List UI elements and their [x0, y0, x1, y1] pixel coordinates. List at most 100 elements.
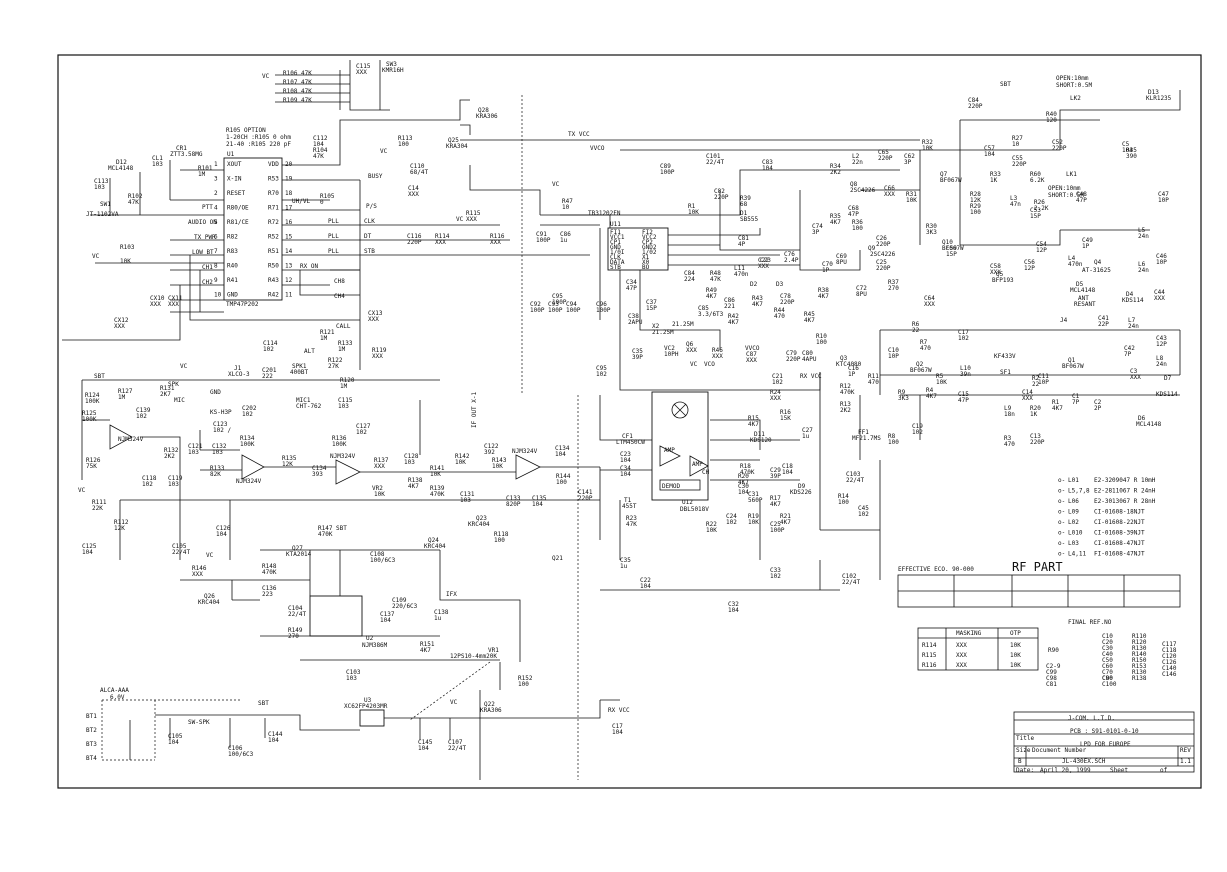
part-label: 22/4T — [846, 477, 864, 484]
part-label: 470K — [740, 469, 755, 476]
tb-docnum: JL-430EX.SCH — [1062, 758, 1106, 765]
part-label: XXX — [770, 395, 781, 402]
part-label: R144 — [556, 473, 571, 480]
part-label: C57 — [984, 145, 995, 152]
part-label: L5 — [1138, 227, 1146, 234]
q3-ref: Q3 — [840, 355, 848, 362]
part-label: C133 — [506, 495, 521, 502]
part-label: C25 — [770, 521, 781, 528]
part-label: 270 — [888, 285, 899, 292]
part-label: 15P — [1030, 213, 1041, 220]
sf1-ref: SF1 — [1000, 369, 1011, 376]
part-label: L3 — [1010, 195, 1018, 202]
part-label: 2K2 — [840, 407, 851, 414]
part-label: XXX — [374, 463, 385, 470]
part-label: 1u — [434, 615, 442, 622]
coil-id: L06 — [1068, 498, 1079, 505]
coil-bullet: o- — [1058, 477, 1065, 484]
part-label: C121 — [188, 443, 203, 450]
sheet-border — [57, 54, 1202, 789]
u11-pin-label: FI2 — [642, 229, 653, 236]
part-label: R131 — [160, 385, 175, 392]
final-ref-item: R120 — [1132, 639, 1147, 646]
d11-ref: D11 — [754, 431, 765, 438]
part-label: 392 — [484, 449, 495, 456]
part-label: XXX — [192, 571, 203, 578]
part-label: C23 — [620, 451, 631, 458]
option-table-cell: XXX — [956, 642, 967, 649]
part-label: 1K — [1030, 411, 1038, 418]
part-label: 24n — [1138, 233, 1149, 240]
tb-date-label: Date: — [1016, 767, 1034, 774]
part-label: C131 — [460, 491, 475, 498]
u11-pin-label: DATA — [610, 259, 625, 266]
tb-pcb: PCB : S91-0101-0-10 — [1070, 728, 1139, 735]
u11-pin-label: FI1 — [610, 229, 621, 236]
part-label: 10P — [888, 353, 899, 360]
part-label: XXX — [884, 191, 895, 198]
part-label: 47P — [626, 285, 637, 292]
part-label: L11 — [734, 265, 745, 272]
part-label: XXX — [356, 69, 367, 76]
part-label: 0 — [320, 199, 324, 206]
ff1-ref: FF1 — [858, 429, 869, 436]
part-label: C5 — [1122, 141, 1130, 148]
part-label: 10K — [936, 379, 947, 386]
u11-pin-label: CP1 — [610, 239, 621, 246]
part-label: R143 — [492, 457, 507, 464]
net-busy: BUSY — [368, 173, 383, 180]
final-ref-item: R130 — [1132, 645, 1147, 652]
tb-title-label: Title — [1016, 735, 1034, 742]
net-rx-vcc-2: RX VCC — [800, 373, 822, 380]
part-label: 100 — [556, 479, 567, 486]
part-label: C45 — [858, 505, 869, 512]
spk1-part: 400BT — [290, 369, 308, 376]
part-label: R20 — [738, 473, 749, 480]
part-label: 104 — [612, 729, 623, 736]
part-label: 104 — [532, 501, 543, 508]
part-label: 22/4T — [706, 159, 724, 166]
final-ref-item: R110 — [1132, 633, 1147, 640]
part-label: VC2 — [664, 345, 675, 352]
coil-bullet: o- — [1058, 540, 1065, 547]
cf1-part: LTM450CW — [616, 439, 645, 446]
q7-part: BF067W — [940, 177, 962, 184]
u1-pin-number: 13 — [285, 263, 293, 270]
part-label: R105 — [320, 193, 335, 200]
part-label: R26 — [1034, 199, 1045, 206]
part-label: C22 — [640, 577, 651, 584]
part-label: C10 — [888, 347, 899, 354]
part-label: R11 — [868, 373, 879, 380]
final-ref-item: C70 — [1102, 669, 1113, 676]
u1-pin-label: X-IN — [227, 176, 242, 183]
part-label: L6 — [1138, 261, 1146, 268]
part-label: C95 — [552, 293, 563, 300]
part-label: 104 — [380, 617, 391, 624]
part-label: 4K7 — [770, 501, 781, 508]
part-label: R3 — [1004, 435, 1012, 442]
q3-part: KTC4080 — [836, 361, 862, 368]
part-label: C92 — [530, 301, 541, 308]
tb-size-label: Size — [1016, 747, 1031, 754]
part-label: R32 — [922, 139, 933, 146]
part-label: 22/4T — [172, 549, 190, 556]
part-label: 10K — [706, 527, 717, 534]
part-label: C72 — [856, 285, 867, 292]
part-label: C86 — [560, 231, 571, 238]
q10-part: BF067W — [942, 245, 964, 252]
part-label: 22/4T — [288, 611, 306, 618]
part-label: R60 — [1030, 171, 1041, 178]
part-label: 4K7 — [752, 301, 763, 308]
part-label: 100P — [548, 307, 563, 314]
part-label: R151 — [420, 641, 435, 648]
part-label: Q9 — [868, 245, 876, 252]
part-label: C83 — [762, 159, 773, 166]
part-label: 24n — [1156, 361, 1167, 368]
part-label: 39P — [632, 354, 643, 361]
coil-id: L09 — [1068, 509, 1079, 516]
ant-ref: ANT — [1078, 295, 1089, 302]
part-label: 820P — [506, 501, 521, 508]
part-label: R106 47K — [283, 70, 312, 77]
part-label: 100P — [596, 307, 611, 314]
part-label: 102 — [142, 481, 153, 488]
